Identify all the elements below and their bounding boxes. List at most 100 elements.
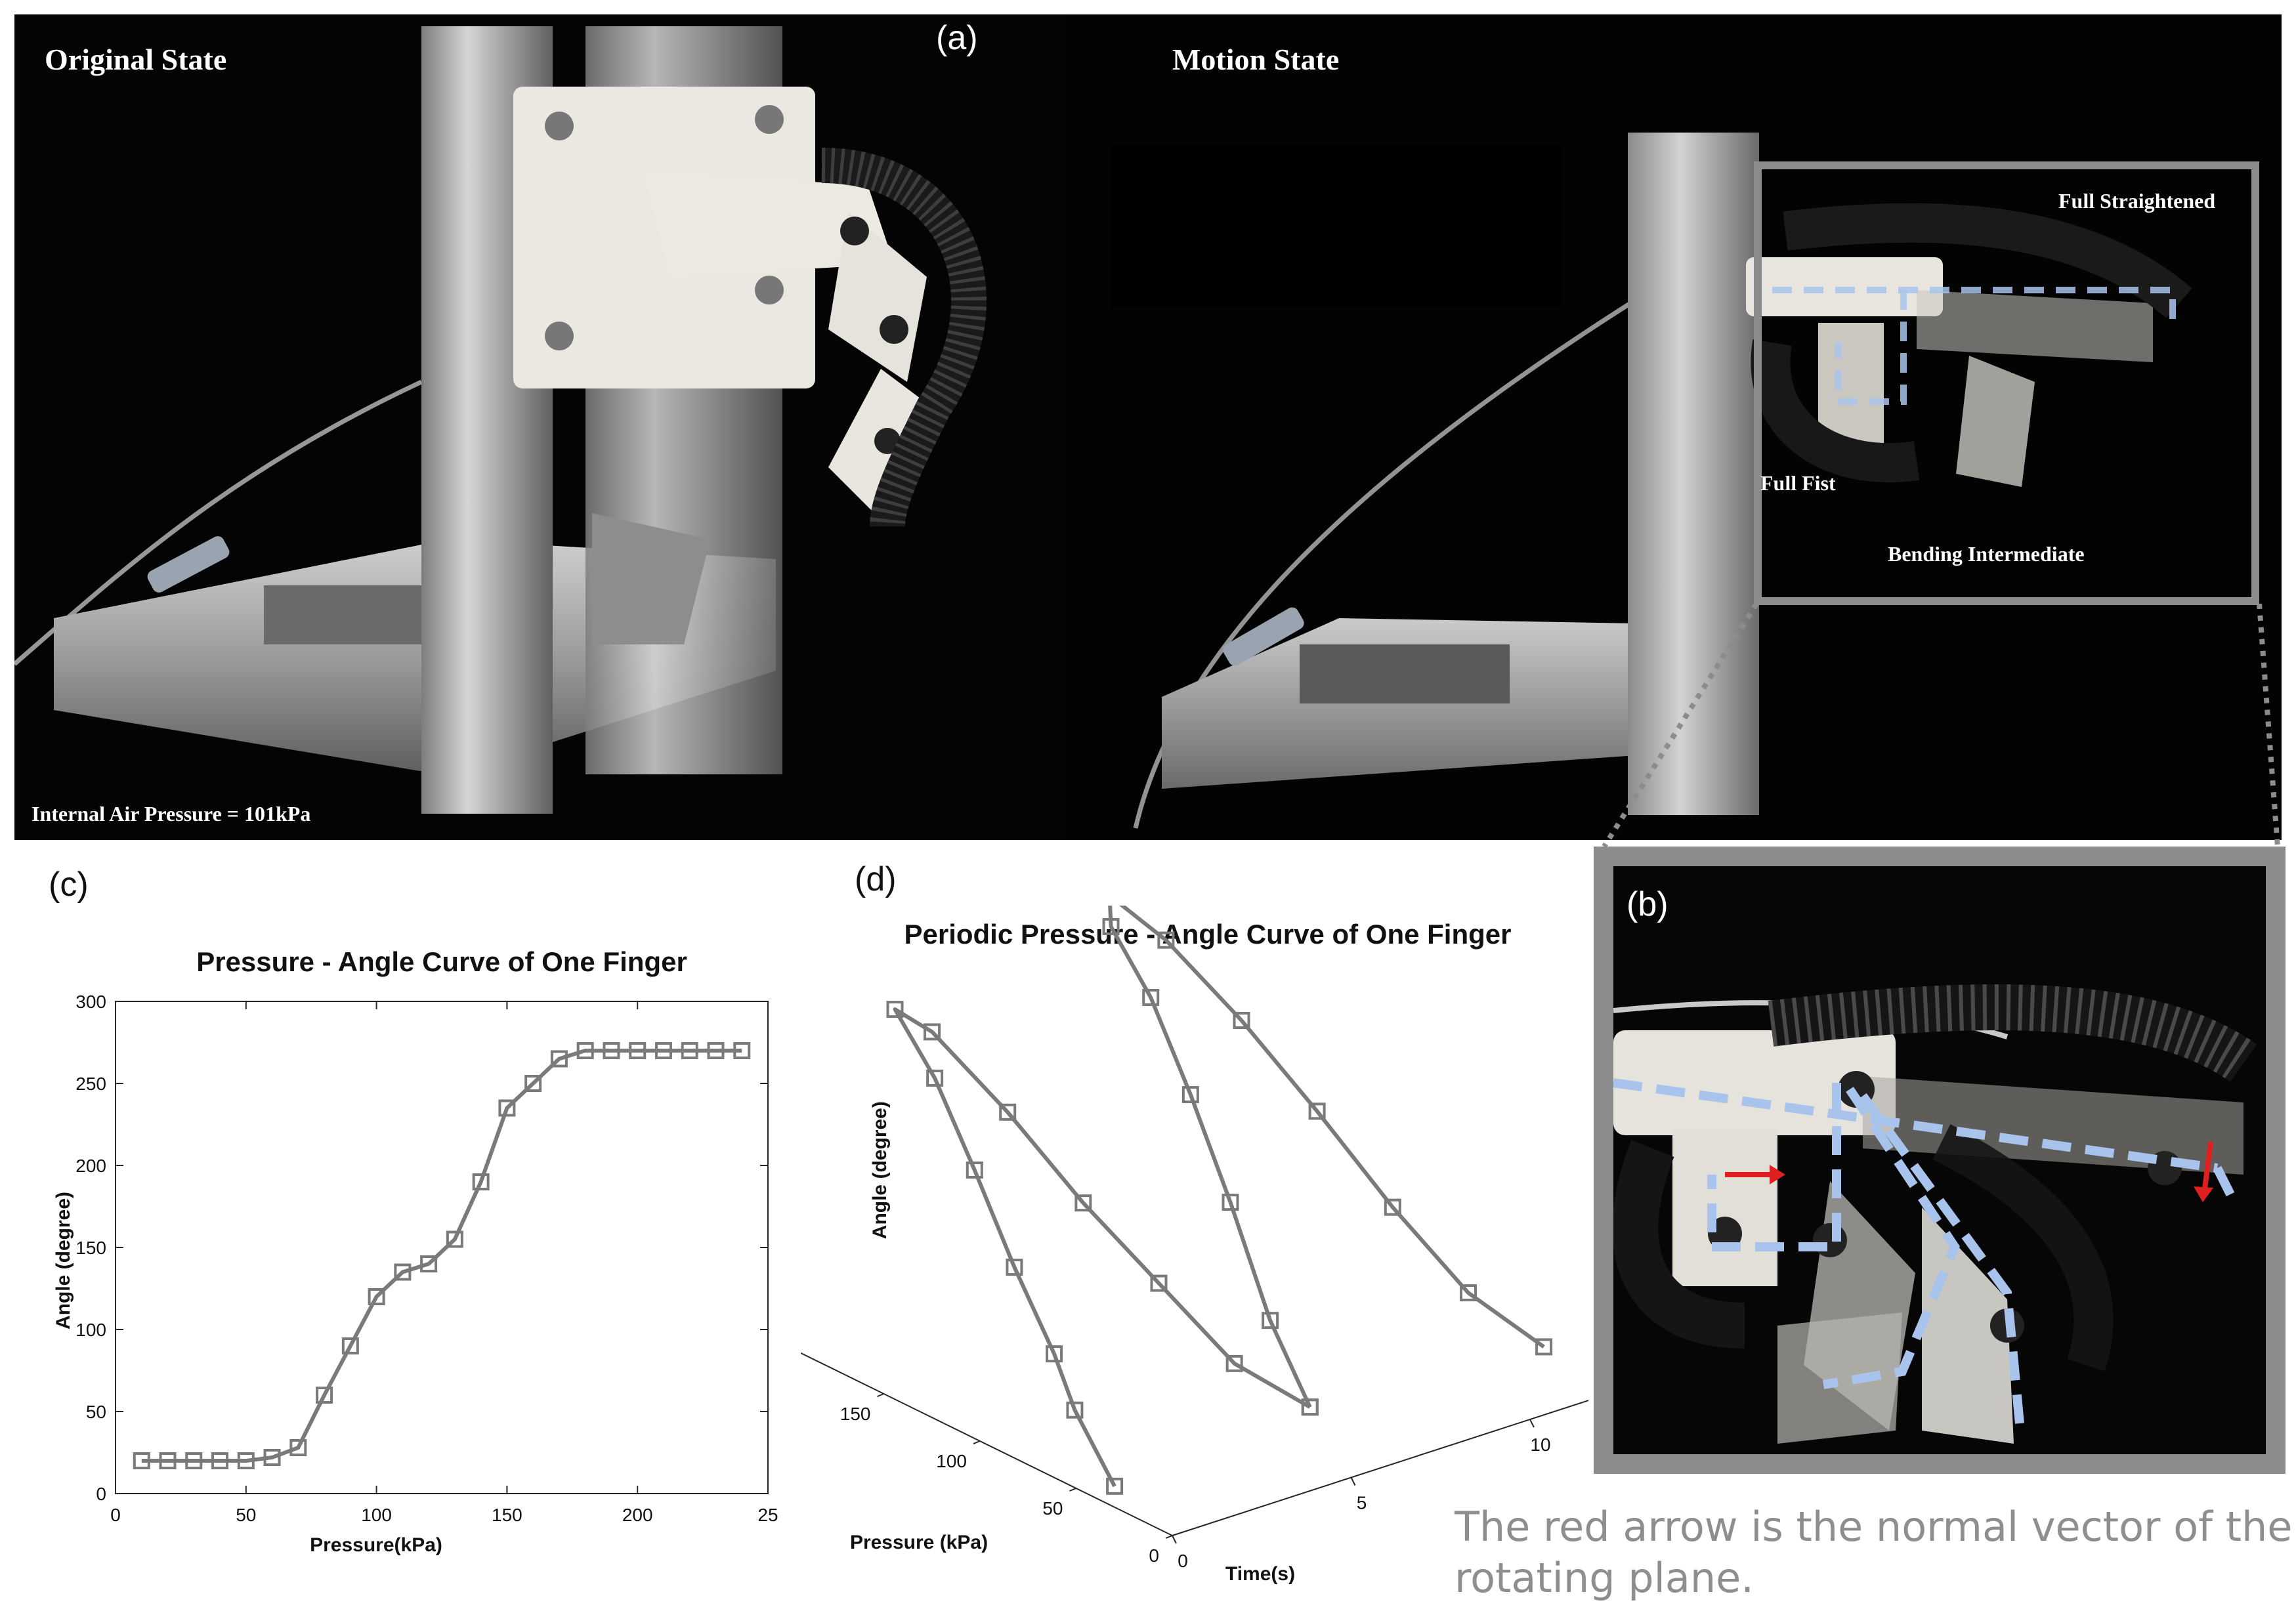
data-point <box>924 1023 941 1041</box>
finger-intermediate-2 <box>1922 1207 2014 1444</box>
bellows-ridges <box>821 148 987 528</box>
chart-d: Periodic Pressure - Angle Curve of One F… <box>801 906 1588 1585</box>
vertical-pillar <box>1628 133 1759 815</box>
data-point <box>289 1439 307 1456</box>
angle-bracket <box>592 513 710 644</box>
time-axis-label: Time(s) <box>1225 1563 1295 1585</box>
x-tick-label: 150 <box>492 1505 522 1525</box>
angle-axis-label: Angle (degree) <box>869 1101 891 1239</box>
data-point <box>1233 1012 1250 1029</box>
finger-tip <box>1777 1312 1902 1444</box>
data-point <box>524 1075 542 1092</box>
data-point <box>1142 989 1160 1006</box>
pose-outline-tip <box>2213 1165 2235 1197</box>
bellows-mid <box>1932 1124 2114 1372</box>
data-point <box>733 1042 751 1059</box>
pressure-tick <box>877 1393 884 1397</box>
pressure-note: Internal Air Pressure = 101kPa <box>32 802 311 826</box>
data-point <box>1046 1345 1063 1363</box>
finger-link-1 <box>645 172 894 277</box>
bolt <box>755 276 784 304</box>
data-point <box>394 1263 412 1281</box>
y-tick-label: 50 <box>86 1402 106 1422</box>
label-full-fist: Full Fist <box>1760 471 1836 495</box>
base-recess <box>1300 644 1510 703</box>
photo-motion-state <box>1063 14 2282 840</box>
data-point <box>368 1288 385 1305</box>
chart-c: Pressure - Angle Curve of One Finger 0 50 1… <box>53 946 778 1556</box>
data-point <box>1459 1284 1477 1302</box>
data-point <box>316 1387 333 1404</box>
chart-title: Pressure - Angle Curve of One Finger <box>196 946 687 977</box>
label-bending-intermediate: Bending Intermediate <box>1888 542 2085 566</box>
panel-a-label: (a) <box>936 19 978 57</box>
x-axis-label: Pressure(kPa) <box>310 1534 442 1556</box>
bellows-curl <box>1613 1140 1745 1349</box>
zoom-connector-left <box>1602 602 1759 848</box>
data-point <box>999 1103 1017 1121</box>
data-point <box>576 1042 594 1059</box>
y-tick-label: 150 <box>75 1238 106 1258</box>
plot-frame <box>115 1001 769 1494</box>
pressure-tick <box>1165 1535 1173 1539</box>
panel-b-label: (b) <box>1626 885 1669 923</box>
normal-vector-arrow <box>2201 1141 2213 1195</box>
data-point <box>341 1337 359 1354</box>
time-axis <box>1172 1400 1588 1536</box>
joint <box>1813 1223 1847 1257</box>
data-point <box>211 1452 229 1469</box>
bolt <box>545 322 574 350</box>
zoom-connector-right <box>2257 603 2280 847</box>
panel-c-label: (c) <box>49 866 89 904</box>
panel-b-caption-line-1: The red arrow is the normal vector of th… <box>1455 1503 2293 1551</box>
data-point <box>1222 1194 1239 1211</box>
joint <box>840 217 869 245</box>
time-tick <box>1350 1477 1356 1486</box>
y-tick-label: 0 <box>96 1484 106 1504</box>
x-tick-label: 50 <box>236 1505 256 1525</box>
data-point <box>472 1173 490 1190</box>
base-bracket <box>264 585 421 644</box>
pressure-axis-label: Pressure (kPa) <box>850 1532 988 1553</box>
series-line <box>141 1049 742 1463</box>
pose-outline-intermediate-2 <box>1859 1093 2025 1431</box>
joint <box>880 315 908 344</box>
data-point <box>1262 1312 1279 1330</box>
data-point <box>1301 1398 1319 1416</box>
data-point <box>1157 931 1175 949</box>
data-point <box>681 1042 698 1059</box>
data-point <box>1181 1086 1199 1104</box>
data-point <box>498 1099 516 1117</box>
y-tick-label: 250 <box>75 1074 106 1094</box>
bellows-tube <box>1768 984 2257 1082</box>
label-full-straightened: Full Straightened <box>2058 189 2216 213</box>
pose-outline-straight <box>1613 1078 2218 1173</box>
tube-connector <box>1223 607 1304 666</box>
finger-fist <box>1672 1129 1777 1286</box>
y-tick-label: 200 <box>75 1156 106 1176</box>
chart-title: Periodic Pressure - Angle Curve of One F… <box>904 919 1511 950</box>
data-point <box>1106 1477 1124 1495</box>
x-tick-label: 25 <box>757 1505 778 1525</box>
bolt <box>755 105 784 134</box>
data-point <box>1066 1401 1084 1419</box>
data-point <box>159 1452 177 1469</box>
series-line-2 <box>1108 906 1545 1408</box>
bellows-tube <box>1783 203 2192 318</box>
time-tick-label: 5 <box>1357 1493 1367 1513</box>
y-tick-label: 100 <box>75 1320 106 1340</box>
data-point <box>886 1001 904 1018</box>
data-point <box>603 1042 620 1059</box>
pressure-tick <box>1069 1488 1076 1492</box>
data-point <box>550 1050 568 1068</box>
pressure-tick-label: 0 <box>1149 1545 1159 1566</box>
data-point <box>1006 1259 1023 1276</box>
pose-outline-fist <box>1707 1083 1841 1251</box>
data-point <box>1225 1354 1243 1372</box>
data-point <box>1074 1194 1092 1212</box>
data-point <box>1535 1338 1553 1356</box>
data-point <box>237 1452 255 1469</box>
zoom-frame <box>1754 161 2259 605</box>
